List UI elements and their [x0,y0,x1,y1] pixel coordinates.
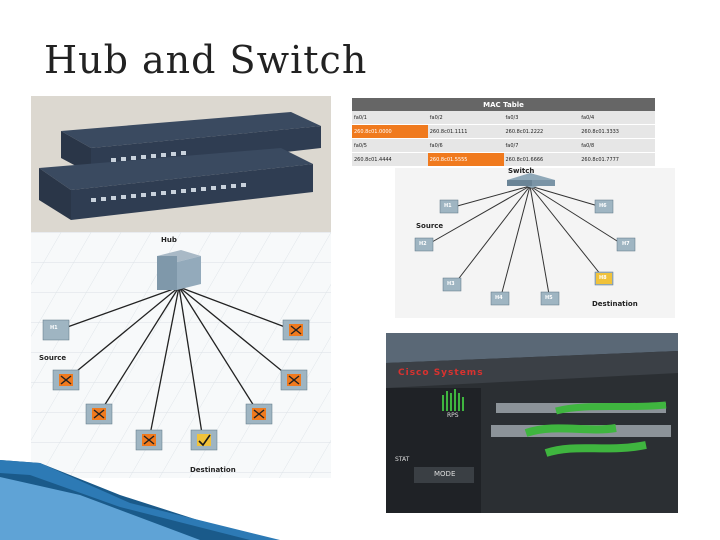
hub-source-label: Source [39,354,67,362]
host-label-h6: H6 [599,203,607,209]
stacked-hubs-photo [31,96,331,232]
hub-label: Hub [161,236,177,244]
host-label-h1: H1 [444,203,452,209]
slide-title: Hub and Switch [44,38,368,82]
host-label-h7: H7 [622,241,630,247]
mac-port: fa0/6 [427,138,504,153]
mac-port: fa0/5 [352,138,428,153]
hub-destination-label: Destination [190,466,236,474]
cisco-switch-photo [386,333,678,513]
decorative-swoosh [0,460,280,540]
host-label-h8: H8 [599,275,607,281]
rps-label: RPS [447,412,459,419]
host-label-h3: H3 [447,281,455,287]
mode-label: MODE [434,470,456,478]
mac-address: 260.8c01.3333 [579,124,655,139]
mac-port: fa0/1 [352,111,428,125]
mac-port: fa0/8 [579,138,655,153]
mac-address: 260.8c01.4444 [352,152,428,167]
switch-label: Switch [508,167,535,175]
cisco-brand-text: Cisco Systems [398,368,484,378]
mac-table: MAC Table fa0/1 fa0/2 fa0/3 fa0/4 260.8c… [352,98,655,167]
mac-port: fa0/4 [579,111,655,125]
hub-diagram [31,232,331,478]
stat-label: STAT [395,456,410,463]
host-label-h5: H5 [545,295,553,301]
mac-address: 260.8c01.6666 [503,152,580,167]
host-label-h4: H4 [495,295,503,301]
mac-port: fa0/2 [427,111,504,125]
mac-address: 260.8c01.5555 [427,152,504,167]
mac-address: 260.8c01.0000 [352,124,428,139]
mac-table-title: MAC Table [352,98,655,111]
switch-destination-label: Destination [592,300,638,308]
mac-address: 260.8c01.7777 [579,152,655,167]
hub-host-label-h1: H1 [50,325,58,331]
mac-address: 260.8c01.2222 [503,124,580,139]
mac-port: fa0/3 [503,111,580,125]
host-label-h2: H2 [419,241,427,247]
switch-diagram [395,168,675,318]
mac-port: fa0/7 [503,138,580,153]
switch-source-label: Source [416,222,444,230]
mac-address: 260.8c01.1111 [427,124,504,139]
